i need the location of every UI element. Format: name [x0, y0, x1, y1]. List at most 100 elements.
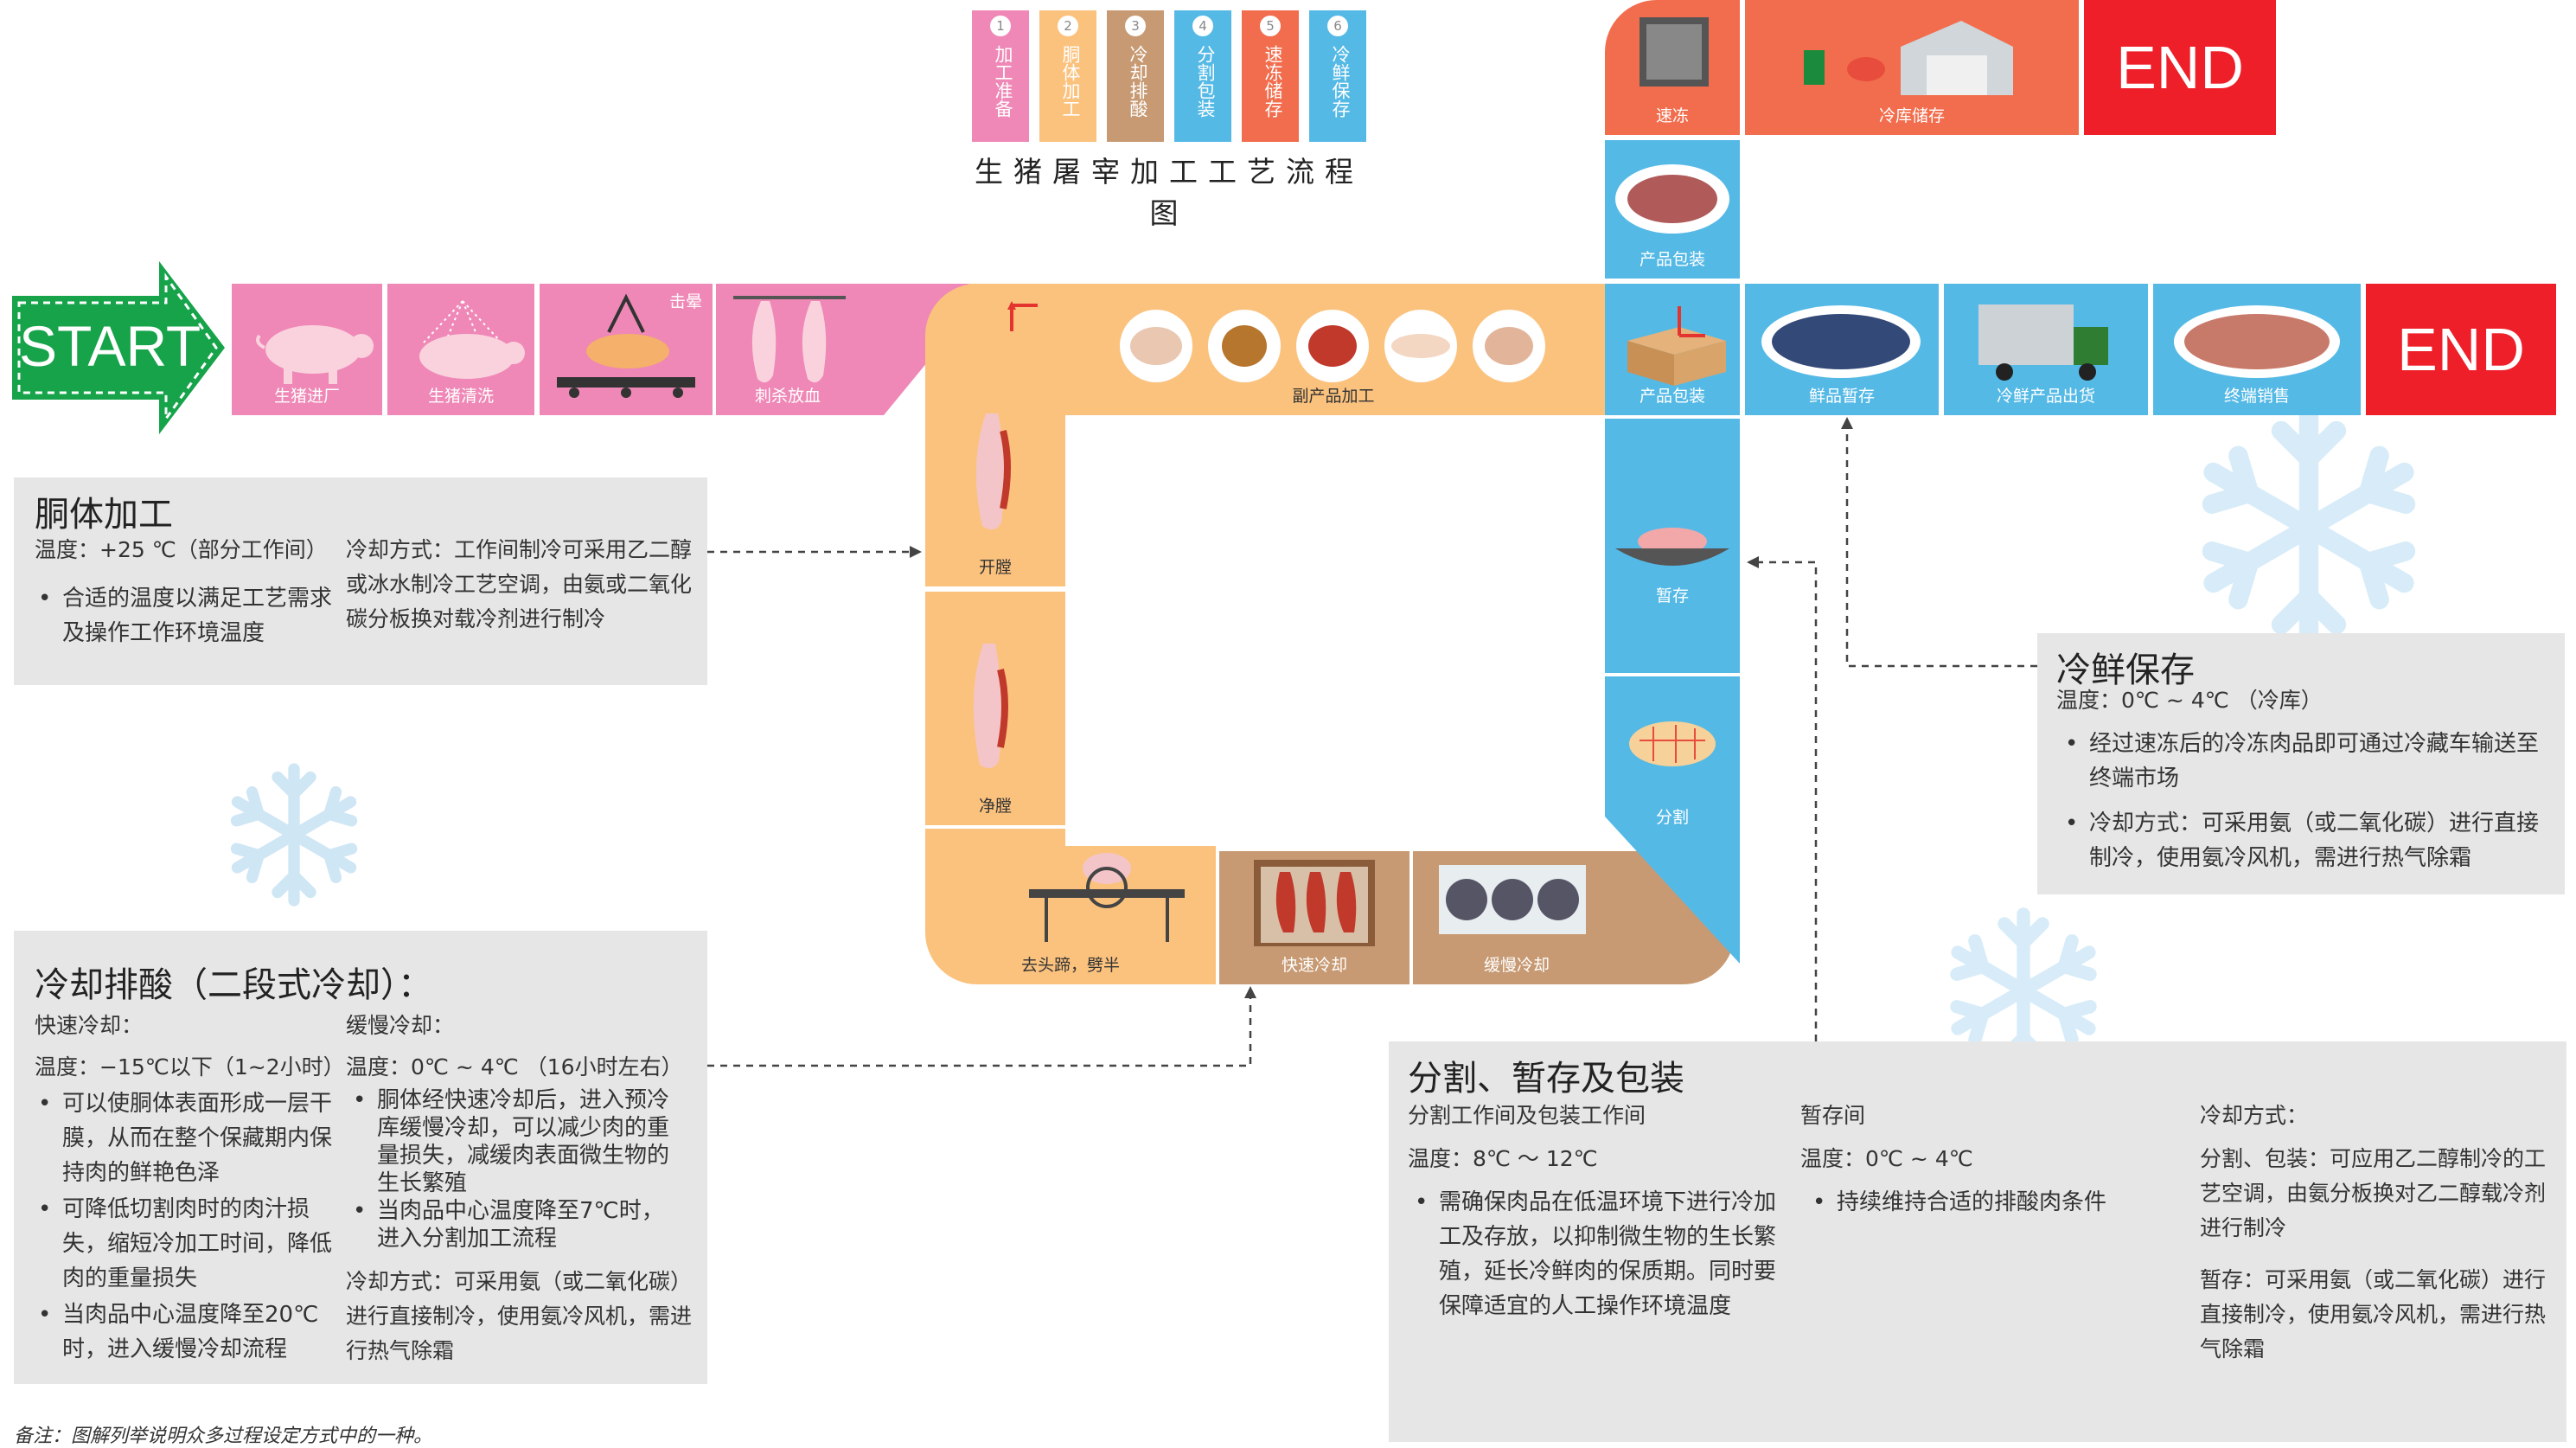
box-bullet: 冷却方式：可采用氨（或二氧化碳）进行直接制冷，使用氨冷风机，需进行热气除霜 — [2065, 806, 2547, 875]
step-label: 产品包装 — [1639, 387, 1705, 406]
step-ship: 冷鲜产品出货 — [1944, 284, 2148, 415]
box-subtitle: 缓慢冷却： — [346, 1013, 455, 1038]
box-title: 胴体加工 — [35, 495, 173, 535]
step-byproduct: 副产品加工 — [1065, 284, 1601, 415]
step-head: 去头蹄，劈半 — [925, 829, 1216, 984]
boxes-icon — [1627, 306, 1726, 386]
end-block-right: END — [2366, 284, 2556, 415]
box-bullet: 可以使胴体表面形成一层干膜，从而在整个保藏期内保持肉的鲜艳色泽 — [38, 1086, 339, 1190]
legend-label: 胴体加工 — [1060, 45, 1081, 118]
meat-package-icon — [1615, 164, 1729, 234]
step-label: 击晕 — [668, 292, 702, 311]
box-cooling: 分割、包装：可应用乙二醇制冷的工艺空调，由氨分板换对乙二醇载冷剂进行制冷 — [2200, 1146, 2547, 1240]
legend-item-4: 4 分割包装 — [1174, 10, 1231, 142]
box-temp: 温度：0℃ ~ 4℃ — [1800, 1146, 1973, 1171]
legend-item-2: 2 胴体加工 — [1039, 10, 1096, 142]
legend-label: 冷却排酸 — [1128, 45, 1148, 118]
step-label: 副产品加工 — [1292, 387, 1375, 406]
box-title: 分割、暂存及包装 — [1408, 1059, 1684, 1099]
step-open: 开膛 — [925, 284, 1065, 586]
box-title: 冷却排酸（二段式冷却）： — [35, 965, 432, 1005]
step-label: 鲜品暂存 — [1808, 387, 1875, 406]
box-bullet: 需确保肉品在低温环境下进行冷加工及存放，以抑制微生物的生长繁殖，延长冷鲜肉的保质… — [1415, 1185, 1776, 1323]
step-fast-cool: 快速冷却 — [1219, 851, 1409, 984]
step-label: 冷库储存 — [1878, 106, 1945, 125]
box-cooling: 冷却方式：可采用氨（或二氧化碳）进行直接制冷，使用氨冷风机，需进行热气除霜 — [346, 1269, 693, 1363]
legend-label: 分割包装 — [1195, 45, 1216, 118]
legend-number: 5 — [1260, 16, 1281, 36]
meat-tray-icon — [1615, 528, 1729, 566]
box-title: 冷鲜保存 — [2056, 650, 2195, 690]
legend-label: 加工准备 — [993, 45, 1013, 118]
page-title: 生猪屠宰加工工艺流程图 — [975, 155, 1364, 230]
step-kill: 刺杀放血 — [716, 284, 860, 415]
legend-item-5: 5 速冻储存 — [1242, 10, 1299, 142]
pig-icon — [256, 325, 374, 384]
legend-number: 1 — [990, 16, 1011, 36]
box-cooling: 暂存：可采用氨（或二氧化碳）进行直接制冷，使用氨冷风机，需进行热气除霜 — [2200, 1267, 2547, 1362]
step-label: 刺杀放血 — [754, 387, 821, 406]
info-box-cut: 分割、暂存及包装 分割工作间及包装工作间 温度：8℃ ～ 12℃ 需确保肉品在低… — [1389, 1041, 2566, 1442]
legend-number: 6 — [1327, 16, 1348, 36]
saw-machine-icon — [1029, 853, 1185, 942]
cold-storage-building-icon — [1804, 21, 2013, 95]
box-cooling: 冷却方式：工作间制冷可采用乙二醇或冰水制冷工艺空调，由氨或二氧化碳分板换对载冷剂… — [346, 537, 693, 631]
legend-label: 速冻储存 — [1262, 45, 1283, 118]
step-label: 去头蹄，劈半 — [1020, 956, 1120, 975]
step-label: 缓慢冷却 — [1483, 956, 1550, 975]
box-bullet: 当肉品中心温度降至7℃时，进入分割加工流程 — [353, 1197, 680, 1253]
inner-space — [1065, 415, 1601, 846]
box-temp: 温度：8℃ ～ 12℃ — [1408, 1146, 1598, 1171]
info-box-fresh: 冷鲜保存 温度：0℃ ~ 4℃ （冷库） 经过速冻后的冷冻肉品即可通过冷藏车输送… — [2037, 633, 2565, 894]
legend-item-3: 3 冷却排酸 — [1107, 10, 1164, 142]
step-cut: 分割 — [1605, 675, 1740, 839]
freezer-icon — [1640, 17, 1709, 86]
step-pig-in: 生猪进厂 — [232, 284, 382, 415]
box-temp: 温度：+25 ℃（部分工作间） — [35, 537, 328, 562]
step-label: 终端销售 — [2223, 387, 2290, 406]
step-clean: 净膛 — [925, 592, 1065, 825]
step-pack-top: 产品包装 — [1605, 140, 1740, 279]
legend-label: 冷鲜保存 — [1330, 45, 1351, 118]
step-label: 速冻 — [1655, 106, 1689, 125]
step-slow-cool: 缓慢冷却 — [1413, 851, 1735, 984]
end-block-top: END — [2084, 0, 2276, 135]
step-temp-store: 暂存 — [1605, 422, 1740, 673]
info-box-cooling: 冷却排酸（二段式冷却）： 快速冷却： 温度：−15℃以下（1~2小时） 可以使胴… — [14, 931, 707, 1384]
legend-item-1: 1 加工准备 — [972, 10, 1029, 142]
end-label: END — [2397, 316, 2525, 383]
step-label: 净膛 — [978, 797, 1012, 816]
step-label: 暂存 — [1655, 586, 1689, 605]
step-label: 冷鲜产品出货 — [1996, 387, 2095, 406]
truck-icon — [1978, 304, 2108, 381]
box-temp: 温度：0℃ ~ 4℃ （冷库） — [2056, 688, 2323, 713]
wash-pig-icon — [419, 300, 525, 379]
box-bullet: 胴体经快速冷却后，进入预冷库缓慢冷却，可以减少肉的重量损失，减缓肉表面微生物的生… — [353, 1086, 680, 1197]
pig-cuts-icon — [1629, 721, 1716, 766]
info-box-carcass: 胴体加工 温度：+25 ℃（部分工作间） 合适的温度以满足工艺需求及操作工作环境… — [14, 477, 707, 685]
box-bullet: 可降低切割肉时的肉汁损失，缩短冷加工时间，降低肉的重量损失 — [38, 1192, 339, 1296]
step-pig-wash: 生猪清洗 — [387, 284, 534, 415]
footnote: 备注：图解列举说明众多过程设定方式中的一种。 — [14, 1426, 433, 1447]
step-stun: 击晕 — [540, 284, 713, 415]
box-subtitle: 快速冷却： — [35, 1013, 144, 1038]
stun-machine-icon — [557, 293, 695, 398]
box-bullet: 经过速冻后的冷冻肉品即可通过冷藏车输送至终端市场 — [2065, 727, 2547, 796]
cold-room-icon — [1254, 860, 1375, 946]
step-label: 快速冷却 — [1281, 956, 1347, 975]
step-sale: 终端销售 — [2153, 284, 2361, 415]
end-label: END — [2116, 34, 2244, 101]
box-subtitle: 分割工作间及包装工作间 — [1408, 1103, 1646, 1128]
box-bullet: 当肉品中心温度降至20℃时，进入缓慢冷却流程 — [38, 1297, 339, 1367]
fan-unit-icon — [1439, 865, 1586, 934]
legend-number: 2 — [1058, 16, 1078, 36]
step-fresh-store: 鲜品暂存 — [1745, 284, 1939, 415]
meat-display-icon — [2174, 305, 2340, 378]
step-pack-1: 产品包装 — [1605, 284, 1740, 415]
legend-item-6: 6 冷鲜保存 — [1309, 10, 1366, 142]
step-label: 生猪进厂 — [273, 387, 340, 406]
step-label: 生猪清洗 — [427, 387, 494, 406]
start-label: START — [19, 314, 201, 378]
box-subtitle: 冷却方式： — [2200, 1103, 2309, 1128]
up-arrow-icon — [1007, 301, 1038, 331]
